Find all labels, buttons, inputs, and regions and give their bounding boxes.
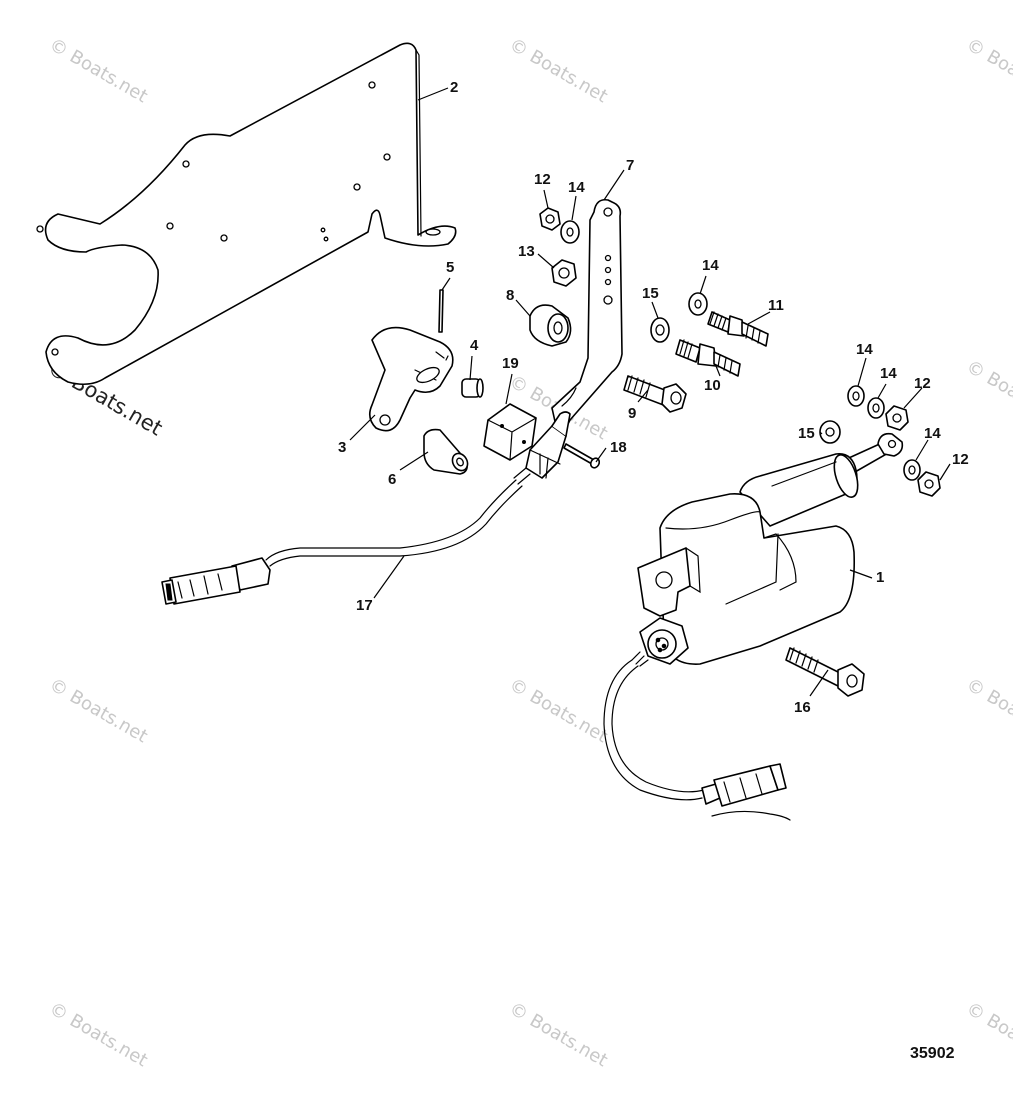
part-5-pin <box>438 289 444 333</box>
callout-14-r3: 14 <box>924 425 941 442</box>
callout-15-upper: 15 <box>642 285 659 302</box>
callout-17: 17 <box>356 597 373 614</box>
part-14-washer-r1 <box>847 385 865 407</box>
callout-14-r1: 14 <box>856 341 873 358</box>
callout-14-mid: 14 <box>702 257 719 274</box>
callout-14-r2: 14 <box>880 365 897 382</box>
part-14-washer-r2 <box>867 397 885 419</box>
watermark: © Boats.net <box>963 34 1013 107</box>
part-8-roller <box>529 304 572 347</box>
callouts: 1 2 3 4 5 6 7 8 9 10 11 12 12 12 13 14 1… <box>338 79 969 716</box>
callout-12-mid: 12 <box>914 375 931 392</box>
watermark: © Boats.net <box>506 34 612 107</box>
callout-16: 16 <box>794 699 811 716</box>
callout-14-top: 14 <box>568 179 585 196</box>
callout-6: 6 <box>388 471 396 488</box>
callout-1: 1 <box>876 569 884 586</box>
callout-9: 9 <box>628 405 636 422</box>
part-16-bolt <box>785 647 865 697</box>
part-14-washer-r3 <box>903 459 921 481</box>
callout-8: 8 <box>506 287 514 304</box>
callout-18: 18 <box>610 439 627 456</box>
watermark: © Boats.net <box>506 674 612 747</box>
watermark: © Boats.net <box>963 998 1013 1071</box>
part-12-nut-r1 <box>885 405 909 431</box>
part-6-sleeve <box>423 428 469 475</box>
part-12-nut-r2 <box>917 471 941 497</box>
watermark: © Boats.net <box>46 998 152 1071</box>
watermark: © Boats.net <box>963 674 1013 747</box>
drawing-number: 35902 <box>910 1045 955 1062</box>
part-1-cable <box>603 659 791 821</box>
part-12-nut-top <box>539 207 561 231</box>
watermark: © Boats.net <box>506 998 612 1071</box>
part-18-screw <box>563 443 601 469</box>
part-10-stud <box>675 339 741 377</box>
watermark: © Boats.net <box>46 674 152 747</box>
callout-15-lower: 15 <box>798 425 815 442</box>
part-14-washer-mid <box>688 292 708 316</box>
callout-7: 7 <box>626 157 634 174</box>
callout-5: 5 <box>446 259 454 276</box>
callout-10: 10 <box>704 377 721 394</box>
callout-12-top: 12 <box>534 171 551 188</box>
callout-2: 2 <box>450 79 458 96</box>
callout-12-low: 12 <box>952 451 969 468</box>
part-2-bracket <box>36 42 457 386</box>
part-14-washer-top <box>560 220 580 244</box>
callout-11: 11 <box>768 297 784 314</box>
watermark: © Boats.net <box>963 356 1013 429</box>
part-15-washer-lower <box>819 420 841 444</box>
part-15-washer-upper <box>650 317 670 343</box>
callout-4: 4 <box>470 337 479 354</box>
callout-19: 19 <box>502 355 519 372</box>
callout-3: 3 <box>338 439 346 456</box>
part-1-actuator <box>631 432 904 667</box>
part-11-stud <box>707 311 769 347</box>
watermark: © Boats.net <box>46 34 152 107</box>
part-17-harness <box>161 479 523 605</box>
part-13-spacer <box>551 259 577 287</box>
leader-lines <box>349 87 951 697</box>
part-3-lever <box>368 326 454 432</box>
part-4-bushing <box>461 378 484 398</box>
part-19-block <box>483 403 537 461</box>
callout-13: 13 <box>518 243 535 260</box>
part-17-sensor <box>513 411 571 485</box>
